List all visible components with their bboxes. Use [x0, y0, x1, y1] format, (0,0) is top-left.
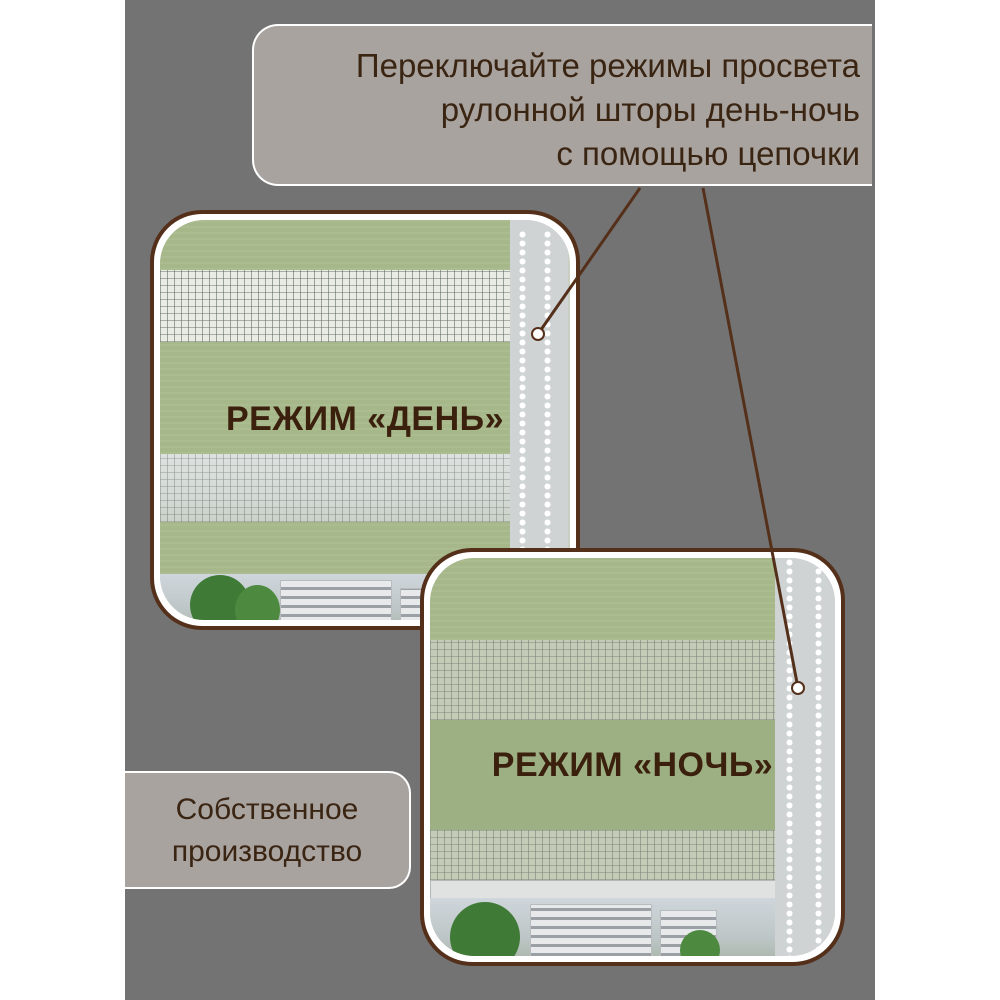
control-chain: [543, 230, 552, 560]
modes-callout-text: Переключайте режимы просвета рулонной шт…: [356, 44, 860, 176]
pointer-dot-night: [791, 681, 805, 695]
blind-fabric-stripe: [430, 720, 775, 830]
building: [280, 580, 392, 620]
blind-mesh-stripe: [430, 830, 775, 880]
building: [530, 904, 652, 956]
pointer-dot-day: [531, 327, 545, 341]
production-callout: Собственное производство: [125, 771, 411, 889]
blind-bottom-rail: [430, 880, 777, 900]
blind-top-band: [160, 220, 510, 270]
modes-callout-line: рулонной шторы день-ночь: [440, 91, 860, 128]
blind-mesh-stripe: [160, 454, 510, 522]
modes-callout-line: Переключайте режимы просвета: [355, 47, 860, 84]
blind-mesh-stripe: [430, 640, 775, 720]
night-mode-label: РЕЖИМ «НОЧЬ»: [491, 746, 774, 784]
control-chain: [814, 558, 823, 956]
day-mode-label: РЕЖИМ «ДЕНЬ»: [226, 400, 504, 438]
modes-callout-line: с помощью цепочки: [556, 135, 860, 172]
night-mode-scene: РЕЖИМ «НОЧЬ»: [430, 558, 835, 956]
white-margin-right: [875, 0, 1000, 1000]
blind-fabric-stripe: [160, 342, 510, 454]
tree: [235, 585, 280, 620]
tree: [680, 930, 720, 956]
modes-callout: Переключайте режимы просвета рулонной шт…: [252, 24, 872, 186]
control-chain: [785, 558, 794, 956]
blind-mesh-stripe: [160, 270, 510, 342]
production-callout-line: производство: [171, 835, 363, 868]
blind-top-band: [430, 558, 775, 640]
tree: [450, 902, 520, 956]
production-callout-line: Собственное: [175, 793, 359, 826]
night-mode-photo: РЕЖИМ «НОЧЬ»: [420, 548, 845, 966]
white-margin-left: [0, 0, 125, 1000]
production-callout-text: Собственное производство: [125, 789, 409, 873]
control-chain: [518, 230, 527, 560]
